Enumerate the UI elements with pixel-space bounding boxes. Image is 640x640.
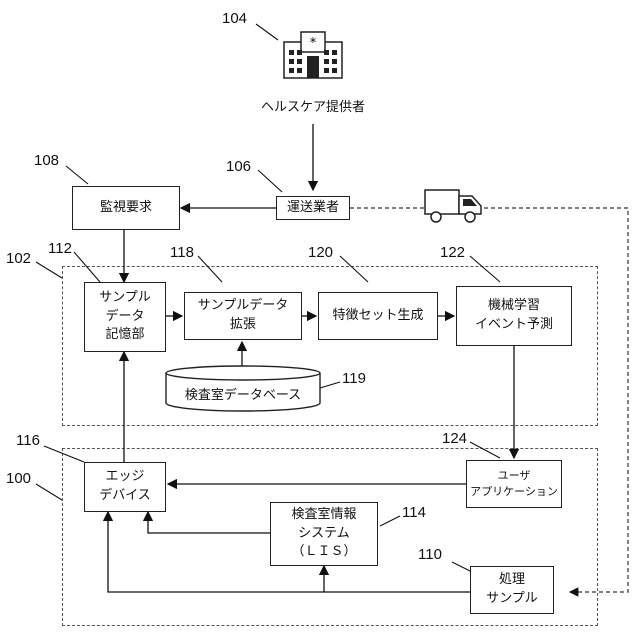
feature-box: 特徴セット生成 [318,292,438,340]
ref-119: 119 [342,370,366,387]
svg-text:*: * [310,36,317,51]
ref-116: 116 [16,432,40,449]
ref-118: 118 [170,244,194,261]
truck-icon [424,188,484,224]
lab-db-label: 検査室データベース [164,384,322,403]
ref-110: 110 [418,546,442,563]
carrier-box: 運送業者 [276,196,350,220]
ref-122: 122 [440,244,465,261]
augment-box: サンプルデータ 拡張 [184,292,302,340]
hospital-icon: * [282,28,344,80]
ref-120: 120 [308,244,333,261]
dashed-truck-sample [484,208,628,592]
ref-124: 124 [442,430,467,447]
ref-112: 112 [48,240,72,257]
lis-box: 検査室情報 システム （ＬＩＳ） [270,502,378,566]
ref-106: 106 [226,158,251,175]
edge-box: エッジ デバイス [84,462,166,512]
user-app-box: ユーザ アプリケーション [466,460,562,508]
sample-store-box: サンプル データ 記憶部 [84,282,166,352]
ref-100: 100 [6,470,31,487]
ref-108: 108 [34,152,59,169]
sample-box: 処理 サンプル [470,566,554,614]
arrow-sample-lis [324,566,470,592]
ref-114: 114 [402,504,426,521]
arrow-lis-edge [148,512,270,533]
ref-104: 104 [222,10,247,27]
provider-label: ヘルスケア提供者 [258,96,368,115]
ref-102: 102 [6,250,31,267]
ml-box: 機械学習 イベント予測 [456,286,572,346]
monitor-box: 監視要求 [72,186,180,230]
